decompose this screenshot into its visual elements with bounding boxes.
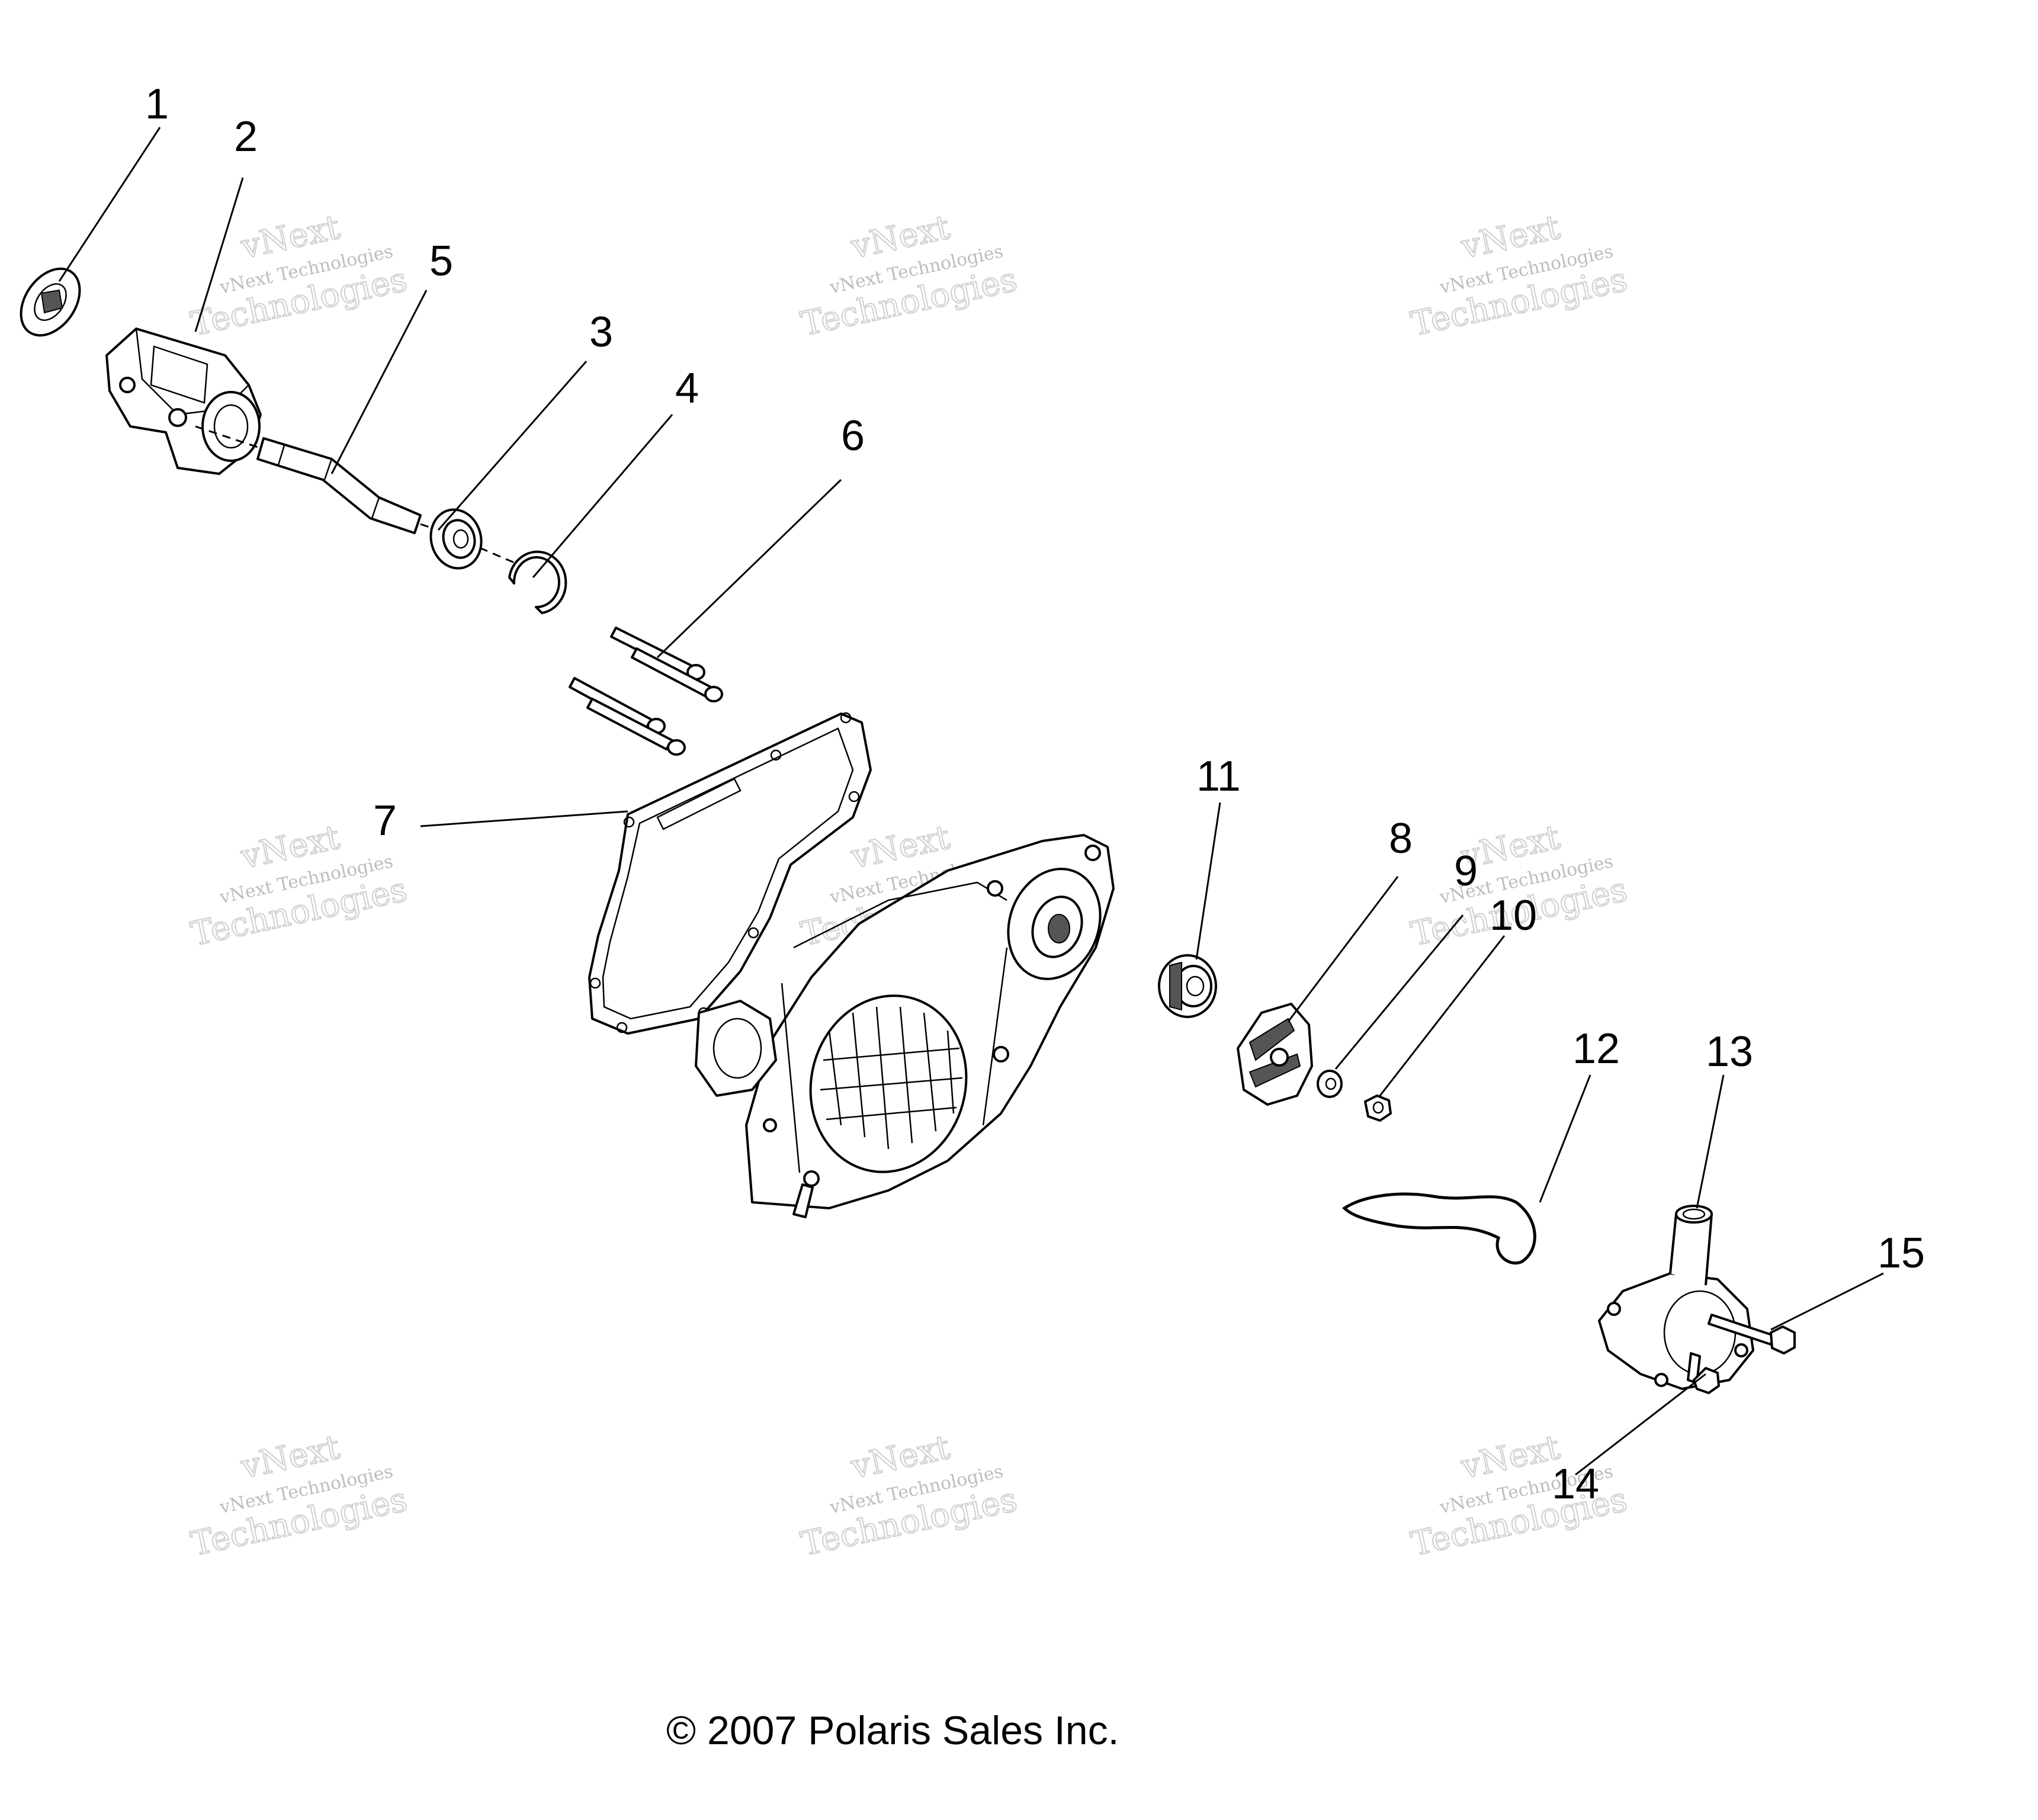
part-13-pump-cover bbox=[1598, 1205, 1754, 1390]
part-5-shaft bbox=[195, 425, 439, 534]
copyright-notice: © 2007 Polaris Sales Inc. bbox=[666, 1708, 1119, 1753]
leader-2 bbox=[194, 177, 244, 332]
part-15-bolt bbox=[1708, 1314, 1796, 1354]
part-3-bearing bbox=[429, 508, 522, 570]
callout-8: 8 bbox=[1389, 815, 1413, 862]
leader-13 bbox=[1696, 1074, 1725, 1209]
leader-5 bbox=[330, 290, 428, 474]
part-7-gasket bbox=[588, 712, 872, 1035]
callout-2: 2 bbox=[234, 113, 258, 161]
leader-12 bbox=[1539, 1074, 1591, 1203]
part-8-impeller bbox=[1237, 1003, 1313, 1106]
callout-7: 7 bbox=[373, 797, 397, 845]
callout-4: 4 bbox=[675, 365, 699, 412]
part-4-snap-ring bbox=[508, 550, 567, 614]
watermark: vNext vNext Technologies Technologies bbox=[797, 1427, 1021, 1564]
leader-3 bbox=[437, 361, 588, 531]
callout-6: 6 bbox=[841, 412, 865, 460]
leader-7 bbox=[420, 810, 628, 827]
callout-11: 11 bbox=[1196, 753, 1241, 800]
leader-8 bbox=[1287, 876, 1399, 1022]
leader-1 bbox=[58, 127, 161, 282]
callout-5: 5 bbox=[429, 237, 453, 285]
watermark: vNext vNext Technologies Technologies bbox=[1407, 207, 1631, 344]
leader-lines bbox=[58, 127, 1884, 1476]
leader-11 bbox=[1195, 802, 1221, 960]
leader-6 bbox=[656, 479, 842, 659]
callout-1: 1 bbox=[145, 81, 169, 128]
leader-4 bbox=[532, 414, 673, 578]
part-12-o-ring bbox=[1342, 1192, 1536, 1265]
callout-13: 13 bbox=[1706, 1028, 1753, 1076]
leader-9 bbox=[1334, 914, 1464, 1070]
callout-12: 12 bbox=[1572, 1025, 1620, 1073]
part-9-washer bbox=[1317, 1070, 1343, 1098]
callout-9: 9 bbox=[1454, 848, 1478, 895]
part-6-bolts bbox=[569, 627, 723, 756]
watermarks: vNext vNext Technologies Technologies vN… bbox=[187, 207, 1631, 1564]
callout-10: 10 bbox=[1490, 892, 1537, 939]
part-1-coupler bbox=[20, 267, 81, 337]
part-10-nut bbox=[1364, 1094, 1392, 1122]
callouts: 1 2 3 4 5 6 7 8 9 10 11 12 13 14 15 bbox=[145, 81, 1925, 1508]
watermark: vNext vNext Technologies Technologies bbox=[187, 207, 411, 344]
leader-14 bbox=[1575, 1373, 1706, 1476]
watermark: vNext vNext Technologies Technologies bbox=[187, 1427, 411, 1564]
watermark: vNext vNext Technologies Technologies bbox=[797, 207, 1021, 344]
callout-14: 14 bbox=[1552, 1461, 1599, 1508]
callout-3: 3 bbox=[589, 309, 613, 356]
leader-15 bbox=[1770, 1272, 1884, 1331]
callout-15: 15 bbox=[1877, 1230, 1925, 1277]
part-14-bolt bbox=[1687, 1352, 1720, 1394]
leader-10 bbox=[1379, 935, 1506, 1096]
part-2-pump-housing bbox=[105, 328, 262, 475]
engine-side-cover bbox=[695, 834, 1115, 1218]
part-11-seal bbox=[1158, 954, 1217, 1018]
